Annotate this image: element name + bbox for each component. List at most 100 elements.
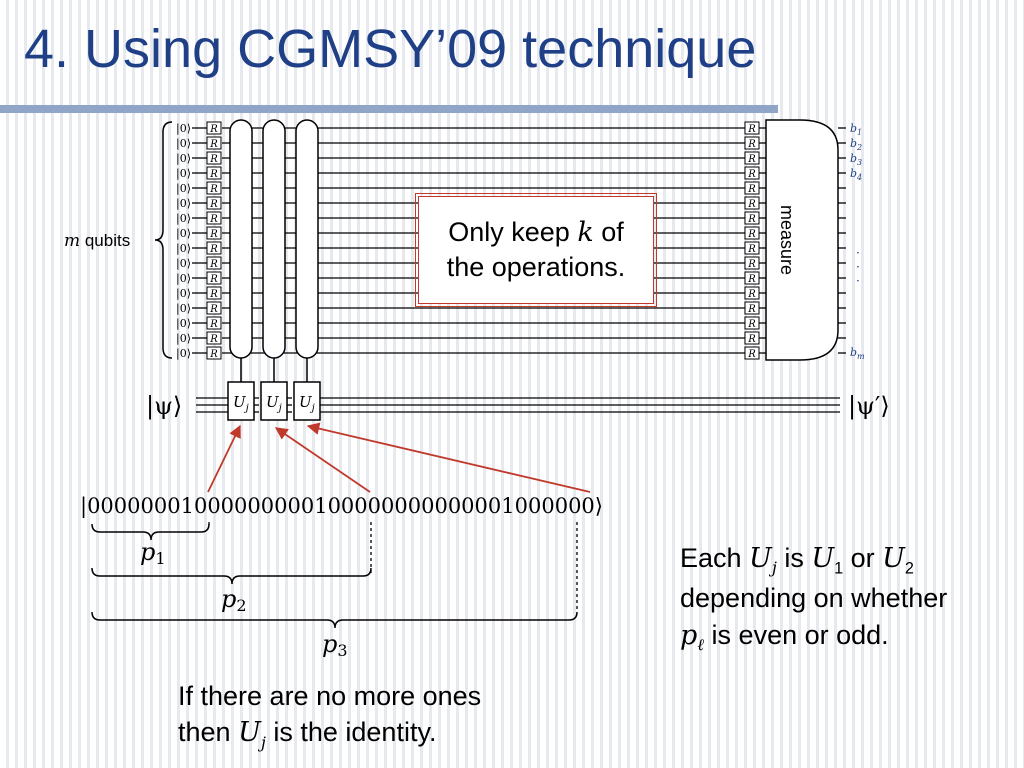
r-gate-right-7 <box>744 211 760 225</box>
gate-uj-2 <box>260 381 288 421</box>
note-each-uj-line-2: depending on whether <box>680 583 948 614</box>
note-identity-line-1: If there are no more ones <box>178 681 482 711</box>
r-gate-right-16 <box>744 346 760 360</box>
output-bit-bm: bm <box>850 346 865 361</box>
r-gate-label-left-3: R <box>209 154 218 165</box>
r-gate-label-left-16: R <box>209 349 218 360</box>
r-gate-label-left-10: R <box>209 259 218 270</box>
r-gate-left-6 <box>206 196 222 210</box>
note-identity-line-2: then Uj is the identity. <box>178 717 437 752</box>
qubit-ket-16: |0⟩ <box>176 347 191 361</box>
r-gate-left-12 <box>206 286 222 300</box>
label-p1: p1 <box>140 538 166 568</box>
note-identity: If there are no more ones then Uj is the… <box>178 678 481 755</box>
r-gate-label-right-16: R <box>747 349 756 360</box>
note-each-uj-line-1: Each Uj is U1 or U2 <box>680 543 914 578</box>
output-bit-b2: b2 <box>850 137 862 152</box>
bitstring: |00000001000000000100000000000001000000⟩ <box>80 494 603 519</box>
r-gate-right-3 <box>744 151 760 165</box>
r-gate-label-left-12: R <box>209 289 218 300</box>
r-gate-left-15 <box>206 331 222 345</box>
note-each-uj-line-3: pℓ is even or odd. <box>680 619 889 655</box>
r-gate-label-right-9: R <box>747 244 756 255</box>
r-gate-right-6 <box>744 196 760 210</box>
qubit-ket-4: |0⟩ <box>176 167 191 181</box>
qubit-ket-6: |0⟩ <box>176 197 191 211</box>
r-gate-label-right-8: R <box>747 229 756 240</box>
r-gate-label-right-10: R <box>747 259 756 270</box>
r-gate-right-2 <box>744 136 760 150</box>
r-gate-label-right-7: R <box>747 214 756 225</box>
qubit-ket-15: |0⟩ <box>176 332 191 346</box>
r-gate-left-14 <box>206 316 222 330</box>
r-gate-label-left-11: R <box>209 274 218 285</box>
brace-p2 <box>91 567 372 585</box>
output-dot-1: · <box>856 246 860 260</box>
qubit-ket-2: |0⟩ <box>176 137 191 151</box>
r-gate-label-right-1: R <box>747 124 756 135</box>
brace-p3 <box>91 611 578 629</box>
control-pill-2 <box>262 119 286 359</box>
r-gate-left-9 <box>206 241 222 255</box>
control-pill-1 <box>229 119 253 359</box>
gate-uj-3 <box>293 381 321 421</box>
r-gate-label-right-13: R <box>747 304 756 315</box>
brace-p1 <box>91 523 210 541</box>
m-qubits-label: m qubits <box>64 231 130 251</box>
qubit-ket-9: |0⟩ <box>176 242 191 256</box>
r-gate-label-left-7: R <box>209 214 218 225</box>
qubit-ket-7: |0⟩ <box>176 212 191 226</box>
arrow-1 <box>207 424 241 493</box>
output-bit-b3: b3 <box>850 152 862 167</box>
control-pill-3 <box>295 119 319 359</box>
r-gate-right-10 <box>744 256 760 270</box>
callout-line-2: the operations. <box>446 252 626 282</box>
r-gate-right-4 <box>744 166 760 180</box>
r-gate-left-11 <box>206 271 222 285</box>
callout-line-1: Only keep k of <box>448 216 624 248</box>
gate-uj-2-label: Uj <box>266 393 282 414</box>
output-bit-b1: b1 <box>850 122 862 137</box>
r-gate-label-right-2: R <box>747 139 756 150</box>
r-gate-right-13 <box>744 301 760 315</box>
m-qubits-brace <box>154 121 173 359</box>
r-gate-label-right-5: R <box>747 184 756 195</box>
r-gate-label-right-11: R <box>747 274 756 285</box>
qubit-ket-13: |0⟩ <box>176 302 191 316</box>
measure-block <box>765 119 839 361</box>
qubit-ket-11: |0⟩ <box>176 272 191 286</box>
qubit-ket-3: |0⟩ <box>176 152 191 166</box>
r-gate-left-10 <box>206 256 222 270</box>
qubit-ket-5: |0⟩ <box>176 182 191 196</box>
r-gate-left-2 <box>206 136 222 150</box>
qubit-ket-12: |0⟩ <box>176 287 191 301</box>
r-gate-left-1 <box>206 121 222 135</box>
r-gate-left-13 <box>206 301 222 315</box>
gate-uj-3-label: Uj <box>299 393 315 414</box>
qubit-ket-1: |0⟩ <box>176 122 191 136</box>
r-gate-left-7 <box>206 211 222 225</box>
title-underline <box>0 105 778 113</box>
r-gate-label-left-5: R <box>209 184 218 195</box>
r-gate-right-1 <box>744 121 760 135</box>
r-gate-label-right-4: R <box>747 169 756 180</box>
r-gate-label-right-3: R <box>747 154 756 165</box>
r-gate-left-16 <box>206 346 222 360</box>
label-p2: p2 <box>221 585 247 615</box>
r-gate-right-9 <box>744 241 760 255</box>
output-dot-3: · <box>856 274 860 288</box>
qubit-ket-10: |0⟩ <box>176 257 191 271</box>
qubit-ket-14: |0⟩ <box>176 317 191 331</box>
psi-output-label: |ψ′⟩ <box>848 392 890 421</box>
callout-only-keep-k: Only keep k of the operations. <box>415 193 657 307</box>
note-each-uj: Each Uj is U1 or U2 depending on whether… <box>680 540 947 657</box>
r-gate-right-8 <box>744 226 760 240</box>
r-gate-left-3 <box>206 151 222 165</box>
output-bit-b4: b4 <box>850 167 862 182</box>
r-gate-label-right-15: R <box>747 334 756 345</box>
arrow-3 <box>306 422 591 493</box>
r-gate-label-left-4: R <box>209 169 218 180</box>
qubit-ket-8: |0⟩ <box>176 227 191 241</box>
gate-uj-1 <box>227 381 255 421</box>
